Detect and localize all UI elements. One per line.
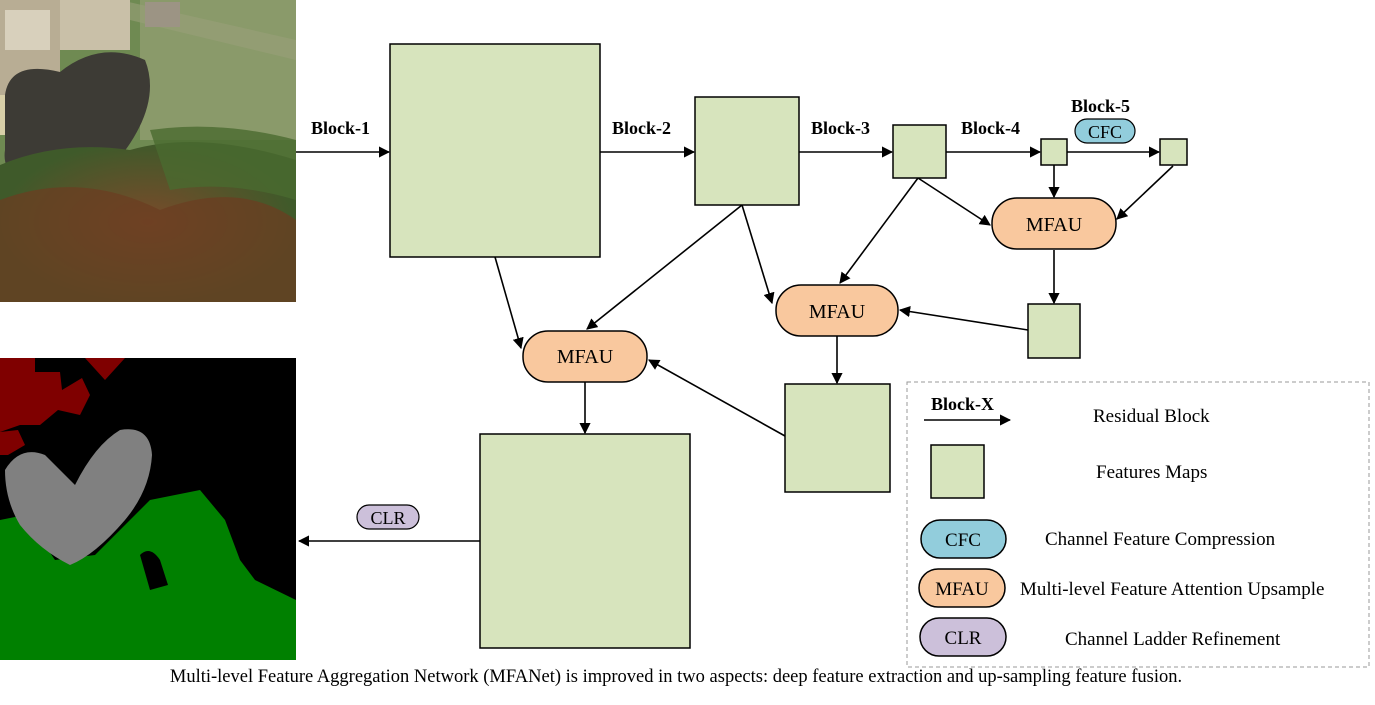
label-block5: Block-5	[1071, 96, 1130, 116]
output-segmentation-map	[0, 358, 296, 660]
feature-map-up3	[479, 433, 691, 649]
cfc-node: CFC	[1074, 118, 1136, 144]
legend-mfau-text: Multi-level Feature Attention Upsample	[1020, 579, 1324, 600]
legend-clr-text: Channel Ladder Refinement	[1065, 629, 1281, 650]
cfc-node-label: CFC	[1088, 122, 1122, 142]
legend-mfau-swatch	[918, 568, 1006, 608]
label-block3: Block-3	[811, 118, 870, 138]
legend-mfau-swatch-label: MFAU	[935, 579, 989, 600]
arrows	[296, 146, 1174, 547]
legend: Block-X Residual Block Features Maps CFC…	[906, 381, 1370, 668]
mfau-node-1-label: MFAU	[1026, 214, 1083, 236]
legend-feature-map-swatch	[930, 444, 985, 499]
legend-cfc-swatch-label: CFC	[945, 530, 981, 551]
mfau-node-1: MFAU	[991, 197, 1117, 250]
clr-node: CLR	[356, 504, 420, 530]
feature-map-block3	[892, 124, 947, 179]
mfau-node-3-label: MFAU	[557, 346, 614, 368]
feature-map-up2	[784, 383, 891, 493]
legend-residual-text: Residual Block	[1093, 406, 1210, 427]
mfau-node-2: MFAU	[775, 284, 899, 337]
legend-frame	[906, 381, 1370, 668]
mfau-node-3: MFAU	[522, 330, 648, 383]
legend-block-x-label: Block-X	[931, 394, 994, 414]
input-aerial-image	[0, 0, 296, 302]
clr-node-label: CLR	[370, 508, 405, 528]
mfau-node-2-label: MFAU	[809, 301, 866, 323]
label-block2: Block-2	[612, 118, 671, 138]
legend-cfc-swatch	[920, 519, 1007, 559]
feature-map-block5	[1159, 138, 1188, 166]
label-block4: Block-4	[961, 118, 1020, 138]
feature-map-up1	[1027, 303, 1081, 359]
figure-caption: Multi-level Feature Aggregation Network …	[170, 667, 1182, 687]
label-block1: Block-1	[311, 118, 370, 138]
feature-maps	[389, 43, 1188, 649]
legend-clr-swatch-label: CLR	[945, 628, 982, 649]
feature-map-block4	[1040, 138, 1068, 166]
legend-cfc-text: Channel Feature Compression	[1045, 529, 1276, 550]
feature-map-block1	[389, 43, 601, 258]
feature-map-block2	[694, 96, 800, 206]
legend-feature-maps-text: Features Maps	[1096, 462, 1207, 483]
legend-clr-swatch	[919, 617, 1007, 657]
